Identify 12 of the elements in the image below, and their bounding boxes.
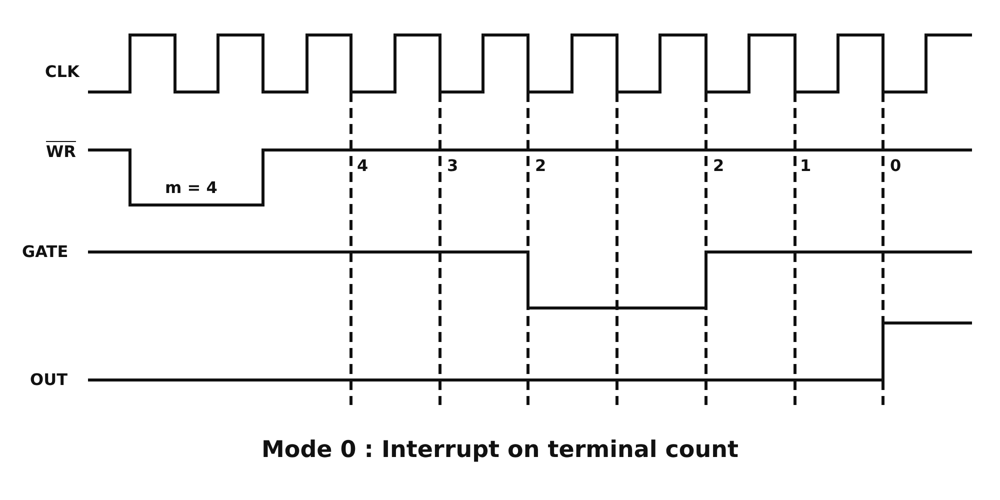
caption: Mode 0 : Interrupt on terminal count [260, 437, 740, 463]
signal-label: CLK [45, 64, 80, 80]
count-label: 0 [890, 158, 902, 174]
count-label: 2 [713, 158, 724, 174]
signal-label: GATE [22, 244, 68, 260]
signal-label: OUT [30, 372, 68, 388]
count-label: m = 4 [165, 180, 218, 196]
signal-label: WR [46, 144, 76, 160]
count-label: 3 [447, 158, 458, 174]
count-label: 2 [535, 158, 546, 174]
count-label: 4 [357, 158, 368, 174]
count-label: 1 [800, 158, 812, 174]
